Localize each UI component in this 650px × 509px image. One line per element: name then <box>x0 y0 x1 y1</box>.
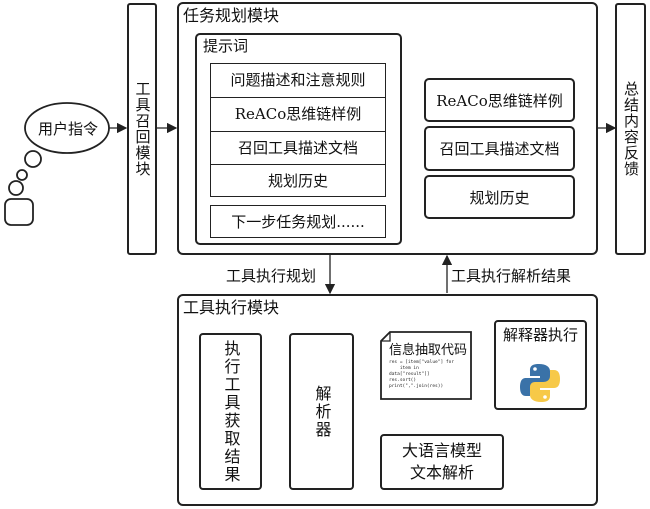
divider <box>210 164 386 165</box>
code-document-icon <box>380 331 472 400</box>
divider <box>210 131 386 132</box>
summary-feedback-label: 总结内容反馈 <box>622 81 640 177</box>
user-instruction-label: 用户指令 <box>37 119 98 138</box>
input-tool-doc-label: 召回工具描述文档 <box>439 140 560 158</box>
interpreter-label: 解释器执行 <box>502 325 578 344</box>
tool-execution-title: 工具执行模块 <box>183 298 280 317</box>
prompt-item-rules: 问题描述和注意规则 <box>230 70 366 89</box>
code-line: data["result"]] <box>389 372 430 377</box>
code-line: item in <box>389 366 419 371</box>
tool-recall-label: 工具召回模块 <box>133 81 152 177</box>
prompt-item-doc: 召回工具描述文档 <box>237 138 358 157</box>
code-line: res = [item["value"] for <box>389 360 455 365</box>
task-planning-title: 任务规划模块 <box>183 6 280 25</box>
python-logo-icon <box>520 364 560 402</box>
code-line: res.sort() <box>389 378 417 383</box>
llm-parse-label-line1: 大语言模型 <box>401 441 482 460</box>
llm-text-parsing-box <box>380 434 504 490</box>
divider <box>210 97 386 98</box>
user-icon <box>4 102 110 226</box>
code-title: 信息抽取代码 <box>389 343 468 358</box>
prompt-title: 提示词 <box>203 37 249 55</box>
tool-recall-module: 工具召回模块 <box>127 3 157 255</box>
prompt-item-reaco: ReACo思维链样例 <box>234 105 362 123</box>
summary-feedback-module: 总结内容反馈 <box>615 3 646 255</box>
parser-label: 解析器 <box>312 384 332 439</box>
input-history-label: 规划历史 <box>469 188 530 207</box>
input-planning-history: 规划历史 <box>424 175 575 219</box>
prompt-item-history: 规划历史 <box>267 171 328 190</box>
code-line: print(",".join(res)) <box>389 384 444 389</box>
llm-parse-label-line2: 文本解析 <box>409 463 474 482</box>
prompt-items-stack <box>210 63 386 197</box>
input-reaco-label: ReACo思维链样例 <box>436 91 563 110</box>
input-tool-doc: 召回工具描述文档 <box>424 126 575 171</box>
execute-tool-results-label: 执行工具获取结果 <box>221 339 241 484</box>
execute-tool-results: 执行工具获取结果 <box>199 333 262 490</box>
input-reaco-examples: ReACo思维链样例 <box>424 78 575 122</box>
parser-box: 解析器 <box>289 333 354 490</box>
edge-label-plan-to-exec: 工具执行规划 <box>226 267 317 285</box>
next-step-label: 下一步任务规划...... <box>231 213 365 231</box>
edge-label-exec-to-plan: 工具执行解析结果 <box>451 267 572 285</box>
next-step-planning: 下一步任务规划...... <box>210 205 386 238</box>
